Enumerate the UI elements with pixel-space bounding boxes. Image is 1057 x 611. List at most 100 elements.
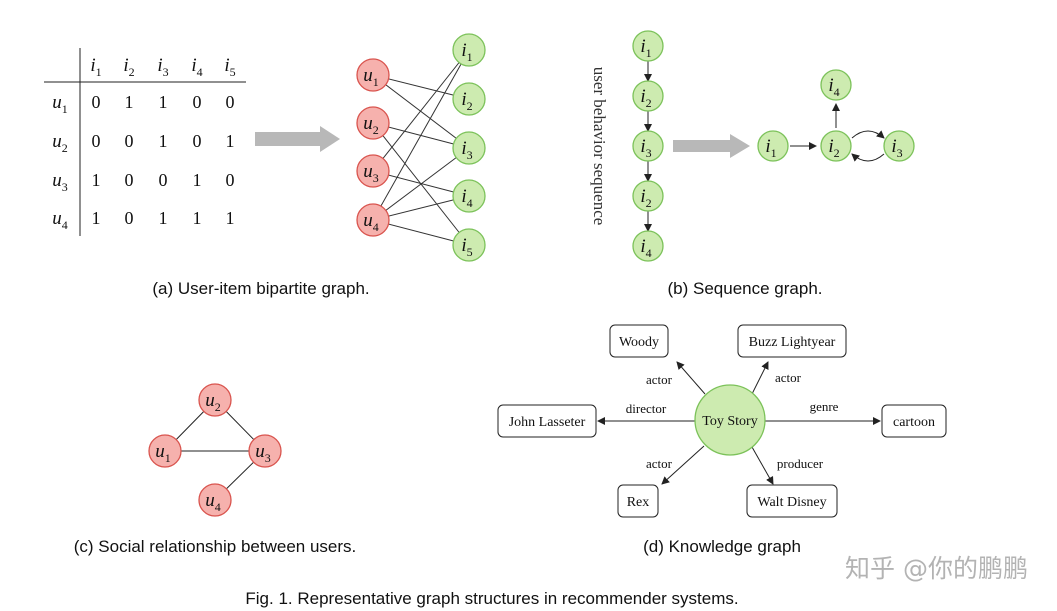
matrix-cell: 0: [159, 170, 168, 190]
matrix-cell: 1: [92, 170, 101, 190]
kg-relation-label: actor: [646, 456, 673, 471]
matrix-cell: 0: [193, 131, 202, 151]
sequence-graph-nodes: i1 i2 i3 i4: [757, 69, 915, 162]
kg-relation-label: director: [626, 401, 667, 416]
kg-relation-label: actor: [775, 370, 802, 385]
seq-graph-node-circle: [883, 130, 915, 162]
bipartite-nodes: u1 u2 u3 u4 i1 i2 i3 i4 i5: [356, 33, 486, 262]
kg-entity-box: [881, 404, 947, 438]
matrix-col-header: i1: [90, 55, 101, 79]
kg-entity-box: [737, 324, 847, 358]
kg-entity-cartoon: cartoon: [881, 404, 947, 438]
user-node-circle: [356, 203, 390, 237]
kg-entity-woody: Woody: [609, 324, 669, 358]
item-node: i4: [452, 179, 486, 213]
seq-graph-node: i2: [820, 130, 852, 162]
kg-entity-label: Woody: [619, 335, 659, 350]
item-node-circle: [452, 179, 486, 213]
kg-entity-buzz-lightyear: Buzz Lightyear: [737, 324, 847, 358]
kg-entity-box: [746, 484, 838, 518]
kg-center-circle: [694, 384, 766, 456]
item-node: i5: [452, 228, 486, 262]
matrix-cell: 0: [226, 92, 235, 112]
matrix-row-header: u1: [52, 92, 68, 116]
seq-graph-node-label: i4: [828, 75, 839, 99]
social-user-node: u3: [248, 434, 282, 468]
seq-graph-node-label: i3: [891, 136, 902, 160]
chain-item-node: i1: [632, 30, 664, 62]
sequence-axis-label: user behavior sequence: [590, 67, 609, 226]
item-node: i3: [452, 131, 486, 165]
chain-item-node-circle: [632, 80, 664, 112]
matrix-row-header: u2: [52, 131, 68, 155]
seq-graph-node-circle: [757, 130, 789, 162]
chain-item-node-circle: [632, 180, 664, 212]
user-node-circle: [356, 154, 390, 188]
matrix-col-header: i4: [191, 55, 202, 79]
bipartite-edge: [372, 147, 470, 221]
kg-entity-rex: Rex: [617, 484, 659, 518]
seq-edge-i2-i3: [851, 130, 885, 139]
item-node-circle: [452, 131, 486, 165]
matrix-cell: 1: [159, 92, 168, 112]
knowledge-graph: actor Woody actor Buzz Lightyear directorJoh…: [497, 324, 947, 518]
kg-entity-label: Walt Disney: [757, 495, 826, 510]
matrix-cell: 1: [125, 92, 134, 112]
user-node-circle: [356, 106, 390, 140]
user-node: u1: [356, 58, 390, 92]
item-node-circle: [452, 228, 486, 262]
caption-a: (a) User-item bipartite graph.: [152, 279, 369, 298]
kg-entity-box: [497, 404, 597, 438]
item-node-label: i5: [461, 235, 472, 259]
social-user-node-label: u1: [155, 441, 171, 465]
kg-relation-label: producer: [777, 456, 824, 471]
item-node: i1: [452, 33, 486, 67]
bipartite-edge: [372, 49, 470, 221]
chain-item-node-label: i2: [640, 86, 651, 110]
social-user-node: u2: [198, 383, 232, 417]
item-node: i2: [452, 82, 486, 116]
chain-item-node-label: i4: [640, 236, 651, 260]
matrix-col-header: i2: [123, 55, 134, 79]
chain-item-node-label: i3: [640, 136, 651, 160]
seq-graph-node: i3: [883, 130, 915, 162]
seq-graph-node: i1: [757, 130, 789, 162]
social-user-node-circle: [198, 383, 232, 417]
sequence-chain: i1 i2 i3 i2 i4: [632, 30, 664, 262]
kg-entity-label: John Lasseter: [509, 415, 586, 430]
figure-caption: Fig. 1. Representative graph structures …: [245, 589, 738, 608]
kg-edge: [751, 361, 769, 395]
kg-center-node: Toy Story: [694, 384, 766, 456]
kg-edge: [661, 445, 705, 485]
kg-entity-label: Rex: [627, 495, 650, 510]
kg-entity-john-lasseter: John Lasseter: [497, 404, 597, 438]
matrix-cell: 0: [125, 131, 134, 151]
social-user-node-label: u3: [255, 441, 271, 465]
seq-graph-node-circle: [820, 69, 852, 101]
kg-entity-walt-disney: Walt Disney: [746, 484, 838, 518]
user-node: u4: [356, 203, 390, 237]
matrix-cell: 0: [125, 170, 134, 190]
matrix-col-header: i3: [157, 55, 168, 79]
matrix-cell: 0: [125, 208, 134, 228]
social-user-node-label: u4: [205, 490, 221, 514]
chain-item-node: i2: [632, 180, 664, 212]
matrix-cell: 1: [92, 208, 101, 228]
item-node-label: i2: [461, 89, 472, 113]
user-node-circle: [356, 58, 390, 92]
seq-graph-node: i4: [820, 69, 852, 101]
matrix-cell: 1: [193, 170, 202, 190]
kg-entity-label: cartoon: [893, 415, 935, 430]
kg-entity-label: Buzz Lightyear: [749, 335, 836, 350]
user-node: u3: [356, 154, 390, 188]
item-node-label: i4: [461, 186, 472, 210]
user-node-label: u2: [363, 113, 379, 137]
chain-item-node-circle: [632, 130, 664, 162]
kg-center-label: Toy Story: [702, 414, 757, 429]
caption-c: (c) Social relationship between users.: [74, 537, 357, 556]
kg-relation-label: genre: [810, 399, 839, 414]
watermark: 知乎 @你的鹏鹏: [845, 554, 1028, 583]
seq-graph-node-circle: [820, 130, 852, 162]
bipartite-edge: [372, 49, 470, 172]
